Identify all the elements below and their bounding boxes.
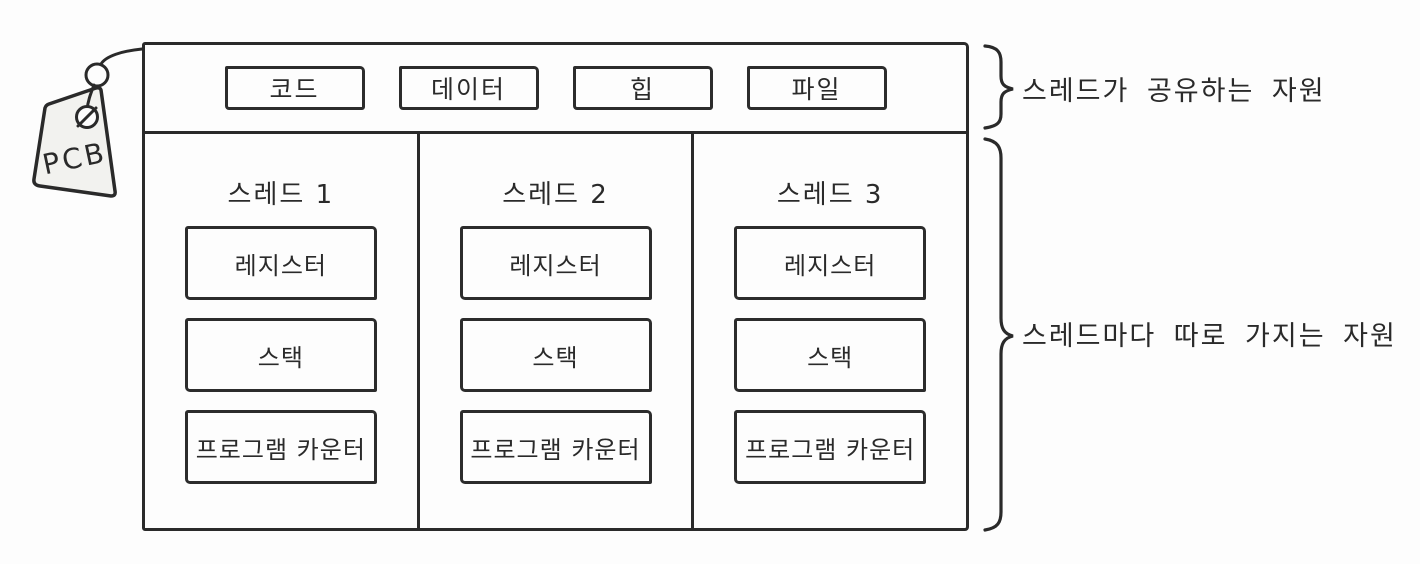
- thread-2-program-counter: 프로그램 카운터: [459, 410, 652, 484]
- shared-resource-code: 코드: [224, 66, 365, 110]
- thread-column-1: 스레드 1 레지스터 스택 프로그램 카운터: [145, 134, 420, 528]
- thread-2-stack: 스택: [459, 318, 652, 392]
- thread-2-title: 스레드 2: [502, 180, 609, 210]
- thread-3-stack: 스택: [734, 318, 927, 392]
- thread-3-register: 레지스터: [734, 226, 927, 300]
- thread-1-program-counter: 프로그램 카운터: [184, 410, 377, 484]
- thread-column-3: 스레드 3 레지스터 스택 프로그램 카운터: [694, 134, 966, 528]
- shared-resource-data: 데이터: [398, 66, 539, 110]
- thread-3-program-counter: 프로그램 카운터: [734, 410, 927, 484]
- thread-2-register: 레지스터: [459, 226, 652, 300]
- braces: [983, 44, 1014, 532]
- tag-string: [99, 47, 144, 66]
- thread-1-stack: 스택: [184, 318, 377, 392]
- process-box: 코드 데이터 힙 파일 스레드 1 레지스터 스택 프로그램 카운터 스레드 2…: [142, 42, 969, 531]
- shared-brace-icon: [983, 44, 1014, 130]
- tag-string-loop: [84, 62, 110, 88]
- thread-1-title: 스레드 1: [227, 180, 335, 210]
- thread-private-resources-label: 스레드마다 따로 가지는 자원: [1022, 321, 1397, 352]
- pcb-tag: PCB: [32, 47, 144, 198]
- tag-hole-string: [76, 106, 98, 128]
- thread-column-2: 스레드 2 레지스터 스택 프로그램 카운터: [420, 134, 695, 528]
- private-brace-icon: [983, 137, 1014, 532]
- shared-resource-heap: 힙: [572, 66, 713, 110]
- thread-3-title: 스레드 3: [776, 180, 884, 210]
- threads-row: 스레드 1 레지스터 스택 프로그램 카운터 스레드 2 레지스터 스택 프로그…: [145, 134, 966, 528]
- shared-resource-file: 파일: [746, 66, 887, 110]
- shared-resources-label: 스레드가 공유하는 자원: [1022, 76, 1326, 107]
- thread-1-register: 레지스터: [184, 226, 377, 300]
- shared-resources-row: 코드 데이터 힙 파일: [145, 45, 966, 134]
